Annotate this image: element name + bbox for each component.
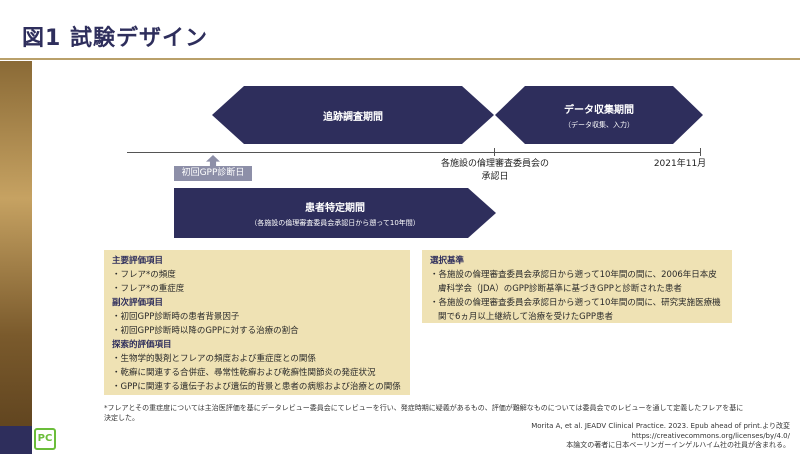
page-title: 図1 試験デザイン bbox=[22, 26, 208, 51]
ethics-approval-label-line2: 承認日 bbox=[481, 172, 509, 182]
end-date-label: 2021年11月 bbox=[653, 159, 707, 169]
evaluation-endpoints-box: 主要評価項目 ・フレア*の頻度 ・フレア*の重症度 副次評価項目 ・初回GPP診… bbox=[104, 250, 410, 395]
footnote: *フレアとその重症度については主治医評価を基にデータレビュー委員会にてレビューを… bbox=[104, 404, 744, 422]
selection-criterion-item: ・各施設の倫理審査委員会承認日から遡って10年間の間に、2006年日本皮膚科学会… bbox=[430, 270, 717, 294]
decorative-side-band bbox=[0, 61, 32, 454]
patient-identification-period-arrow: 患者特定期間 （各施設の倫理審査委員会承認日から遡って10年間） bbox=[174, 188, 496, 238]
citation-license-link[interactable]: https://creativecommons.org/licenses/by/… bbox=[631, 431, 790, 440]
exploratory-endpoint-item: ・乾癬に関連する合併症、尋常性乾癬および乾癬性関節炎の発症状況 bbox=[112, 368, 376, 378]
company-logo: PC bbox=[34, 428, 56, 450]
data-collection-period-sublabel: （データ収集、入力） bbox=[564, 120, 634, 129]
citation-disclosure: 本論文の著者に日本ベーリンガーインゲルハイム社の社員が含まれる。 bbox=[566, 441, 790, 449]
end-date-tick bbox=[700, 148, 701, 156]
secondary-endpoint-item: ・初回GPP診断時以降のGPPに対する治療の割合 bbox=[112, 326, 299, 336]
citation-reference: Morita A, et al. JEADV Clinical Practice… bbox=[531, 422, 790, 430]
exploratory-endpoint-item: ・GPPに関連する遺伝子および遺伝的背景と患者の病態および治療との関係 bbox=[112, 382, 401, 392]
citation: Morita A, et al. JEADV Clinical Practice… bbox=[531, 422, 790, 451]
secondary-endpoints-heading: 副次評価項目 bbox=[112, 298, 164, 308]
ethics-approval-tick bbox=[494, 148, 495, 156]
patient-identification-period-sublabel: （各施設の倫理審査委員会承認日から遡って10年間） bbox=[250, 218, 420, 227]
title-divider bbox=[0, 58, 800, 60]
data-collection-period-arrow: データ収集期間 （データ収集、入力） bbox=[495, 86, 703, 144]
tracking-period-arrow: 追跡調査期間 bbox=[212, 86, 494, 144]
timeline-axis bbox=[127, 152, 700, 153]
primary-endpoints-heading: 主要評価項目 bbox=[112, 256, 164, 266]
primary-endpoint-item: ・フレア*の頻度 bbox=[112, 270, 176, 280]
ethics-approval-label-line1: 各施設の倫理審査委員会の bbox=[440, 159, 549, 169]
ethics-approval-label: 各施設の倫理審査委員会の 承認日 bbox=[436, 158, 554, 184]
primary-endpoint-item: ・フレア*の重症度 bbox=[112, 284, 185, 294]
decorative-corner-block bbox=[0, 426, 32, 454]
exploratory-endpoints-heading: 探索的評価項目 bbox=[112, 340, 172, 350]
selection-criteria-box: 選択基準 ・各施設の倫理審査委員会承認日から遡って10年間の間に、2006年日本… bbox=[422, 250, 732, 323]
tracking-period-label: 追跡調査期間 bbox=[323, 111, 383, 123]
selection-criteria-heading: 選択基準 bbox=[430, 256, 465, 266]
first-diagnosis-date-label: 初回GPP診断日 bbox=[174, 166, 252, 181]
selection-criterion-item: ・各施設の倫理審査委員会承認日から遡って10年間の間に、研究実施医療機関で6ヵ月… bbox=[430, 298, 721, 322]
exploratory-endpoint-item: ・生物学的製剤とフレアの頻度および重症度との関係 bbox=[112, 354, 316, 364]
data-collection-period-label: データ収集期間 bbox=[564, 104, 634, 116]
patient-identification-period-label: 患者特定期間 bbox=[305, 202, 365, 214]
secondary-endpoint-item: ・初回GPP診断時の患者背景因子 bbox=[112, 312, 240, 322]
